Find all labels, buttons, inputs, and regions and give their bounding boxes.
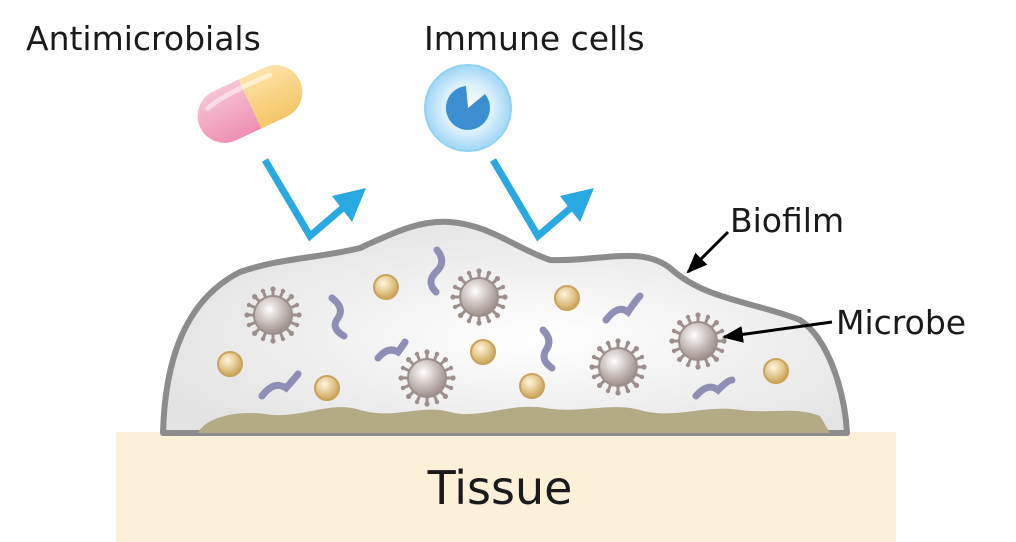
microbe-icon [396,347,458,409]
antimicrobials-label: Antimicrobials [26,19,261,58]
round-microbe [217,351,243,377]
immune-cells-label: Immune cells [424,19,645,58]
round-microbe [554,285,580,311]
immune-cells-deflect-arrow [489,158,594,242]
biofilm-pointer [686,230,730,274]
round-microbe [373,274,399,300]
microbe-pointer [721,320,833,343]
sediment-layer [198,406,830,433]
tissue-slab [116,432,896,542]
rod-microbes [258,246,736,400]
round-microbe [519,373,545,399]
tissue-label: Tissue [427,461,573,515]
rod-microbe [602,292,644,324]
microbe-icon [587,336,649,398]
antimicrobials-deflect-arrow [261,158,366,242]
capsule-icon [197,65,303,143]
rod-microbe [258,370,302,400]
rod-microbe [328,294,348,340]
round-microbe [763,358,789,384]
microbe-icon [448,266,510,328]
rod-microbe [692,376,736,400]
microbe-label: Microbe [836,303,966,342]
round-microbe [314,375,340,401]
immune-cell-icon [424,64,512,152]
rod-microbe [427,246,446,296]
microbe-icon [242,284,304,346]
microbe-icon [667,310,729,372]
biofilm-label: Biofilm [730,201,844,240]
round-microbe [470,339,496,365]
rod-microbe [374,338,409,362]
rod-microbe [539,326,556,372]
